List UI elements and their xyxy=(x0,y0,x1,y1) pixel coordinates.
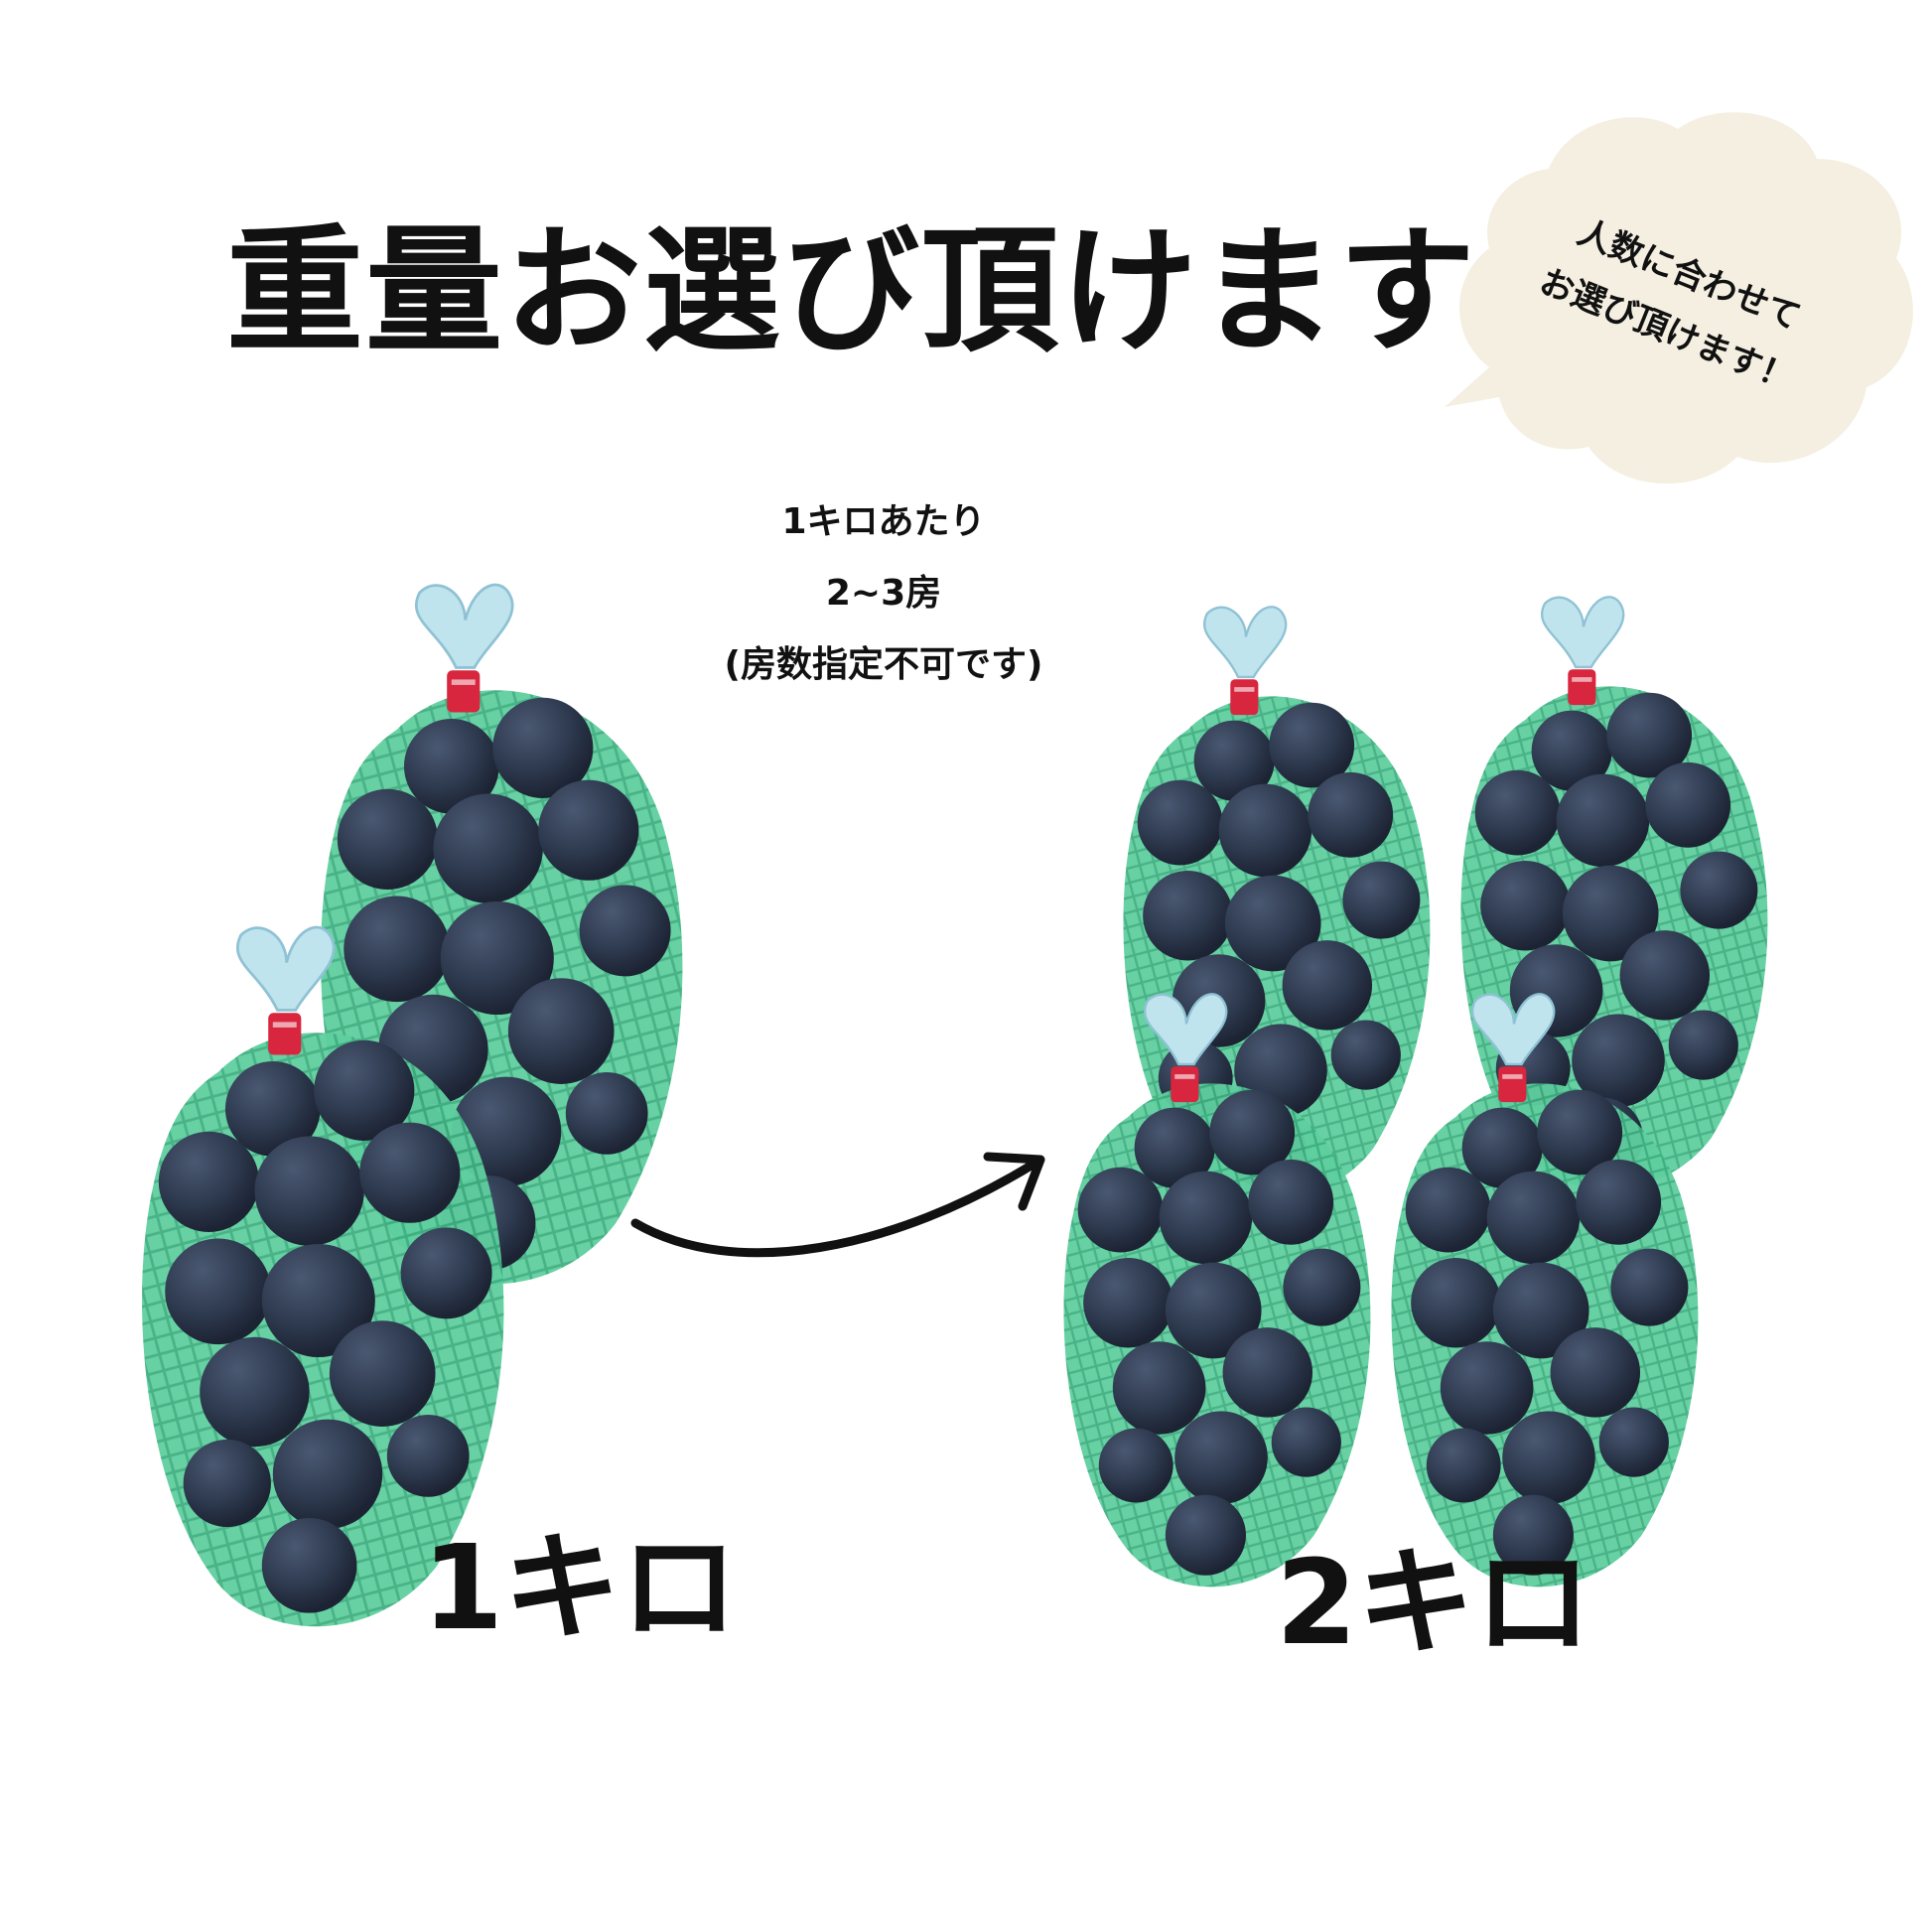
note-line-1: 1キロあたり xyxy=(781,501,986,542)
bunch-count-note: 1キロあたり 2~3房 (房数指定不可です) xyxy=(556,486,1211,701)
option-label-2kg: 2キロ xyxy=(1276,1534,1592,1671)
note-line-2: 2~3房 xyxy=(825,573,942,614)
page-title: 重量お選び頂けます xyxy=(226,211,1478,371)
option-label-1kg: 1キロ xyxy=(422,1519,739,1656)
note-line-3: (房数指定不可です) xyxy=(724,644,1043,685)
speech-bubble-icon xyxy=(1445,112,1913,484)
curved-arrow-icon xyxy=(630,1152,1045,1258)
